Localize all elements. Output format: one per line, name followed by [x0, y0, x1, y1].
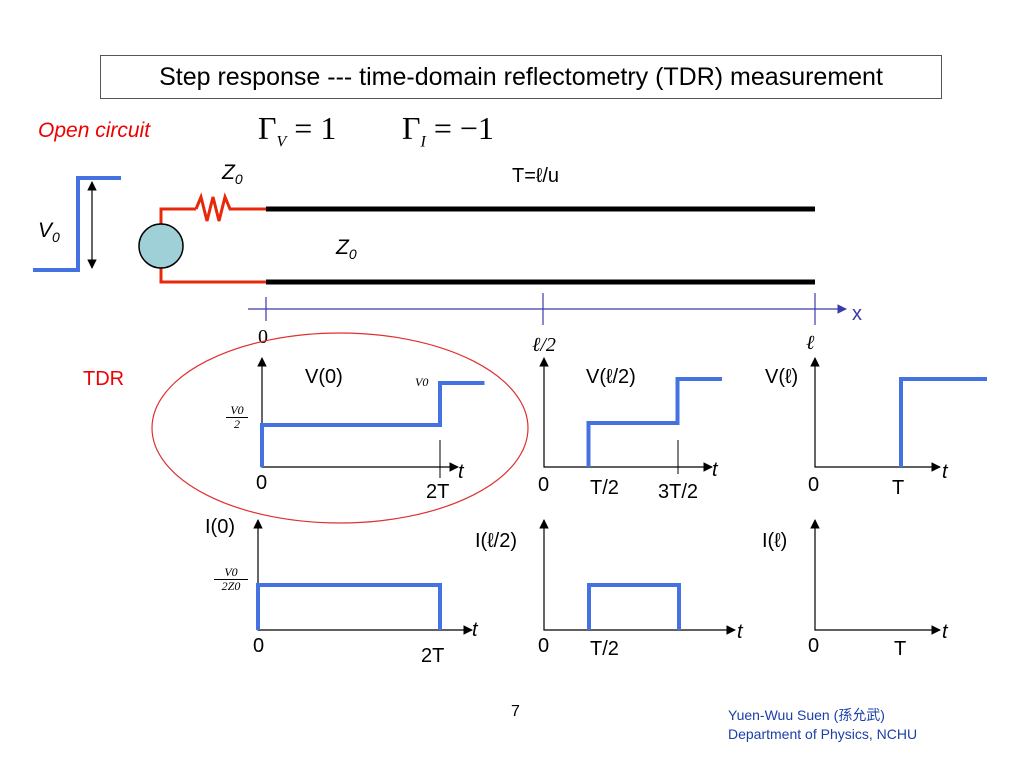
plot-imid-axes [539, 519, 736, 635]
plot-v0-trace [260, 381, 485, 467]
source-top-lead [159, 207, 196, 226]
plot-imid-label: I(ℓ/2) [475, 530, 518, 552]
delay-formula: T=ℓ/u [512, 165, 560, 187]
author-credit: Yuen-Wuu Suen (孫允武) [728, 707, 885, 723]
source-voltage-label: V0 [38, 219, 60, 245]
gamma-i-value: −1 [459, 110, 494, 146]
plot-vend-tick-1: T [892, 477, 905, 499]
plot-vmid-tick-2: 3T/2 [658, 481, 699, 503]
plot-vmid-trace [586, 377, 722, 467]
plot-traces [256, 377, 987, 630]
gamma-v-subscript: V [276, 133, 287, 151]
plot-i0-label: I(0) [205, 516, 235, 538]
plot-iend-label: I(ℓ) [762, 530, 788, 552]
plot-imid-xlabel: t [737, 621, 743, 643]
gamma-v-equation: ΓV = 1 [258, 110, 337, 151]
plot-v0-xlabel: t [458, 461, 464, 483]
frac-denominator: 2Z0 [221, 579, 241, 593]
plot-vmid-axes [539, 357, 713, 472]
plot-iend-tick-1: T [894, 638, 907, 660]
plot-vmid-xlabel: t [712, 459, 718, 481]
frac-numerator: V0 [214, 566, 248, 580]
v-subscript: 0 [52, 229, 60, 246]
plot-i0-trace [256, 583, 442, 630]
plot-iend-xlabel: t [942, 621, 948, 643]
position-axis-label: x [852, 303, 862, 325]
plot-iend-origin: 0 [808, 635, 820, 657]
input-step-trace [33, 176, 121, 272]
plot-i0-xlabel: t [472, 619, 478, 641]
plot-vend-trace [899, 377, 987, 467]
plot-imid-origin: 0 [538, 635, 550, 657]
position-tick-0: 0 [258, 326, 268, 348]
gamma-i-subscript: I [420, 133, 426, 151]
plot-i0-origin: 0 [253, 635, 265, 657]
v0-highlight-ellipse [151, 332, 529, 524]
plot-vend-axes [810, 357, 941, 472]
plot-v0-tick: 2T [426, 481, 450, 503]
gamma-symbol: Γ [402, 110, 421, 146]
plot-iend-axes [810, 519, 941, 635]
plot-v0-origin: 0 [256, 472, 268, 494]
z-symbol: Z [336, 236, 349, 259]
gamma-symbol: Γ [258, 110, 277, 146]
plot-v0-axes [257, 357, 459, 472]
open-circuit-label: Open circuit [38, 119, 151, 142]
z-subscript: 0 [348, 246, 357, 263]
z-symbol: Z [222, 161, 235, 184]
page-number: 7 [511, 703, 520, 720]
affiliation-credit: Department of Physics, NCHU [728, 726, 918, 742]
source-impedance-label: Z0 [222, 161, 243, 187]
position-tick-half: ℓ/2 [532, 334, 556, 356]
tdr-label: TDR [83, 368, 125, 390]
gamma-v-value: 1 [320, 110, 337, 146]
line-impedance-label: Z0 [336, 236, 357, 262]
position-tick-end: ℓ [806, 332, 815, 354]
frac-denominator: 2 [234, 417, 240, 431]
plot-i0-tick: 2T [421, 645, 445, 667]
source-bottom-lead [159, 268, 266, 284]
slide-title: Step response --- time-domain reflectome… [100, 55, 942, 99]
resistor-icon [194, 192, 266, 222]
plot-imid-trace [587, 583, 681, 630]
voltage-source-icon [138, 223, 184, 269]
z-subscript: 0 [234, 171, 243, 188]
v-symbol: V [38, 219, 53, 242]
plot-vmid-tick-1: T/2 [590, 477, 619, 499]
plot-vmid-origin: 0 [538, 474, 550, 496]
plot-vend-label: V(ℓ) [765, 366, 799, 388]
plot-vend-origin: 0 [808, 474, 820, 496]
gamma-i-equation: ΓI = −1 [402, 110, 494, 151]
plot-imid-tick-1: T/2 [590, 638, 619, 660]
frac-numerator: V0 [226, 404, 248, 418]
plot-vend-xlabel: t [942, 461, 948, 483]
